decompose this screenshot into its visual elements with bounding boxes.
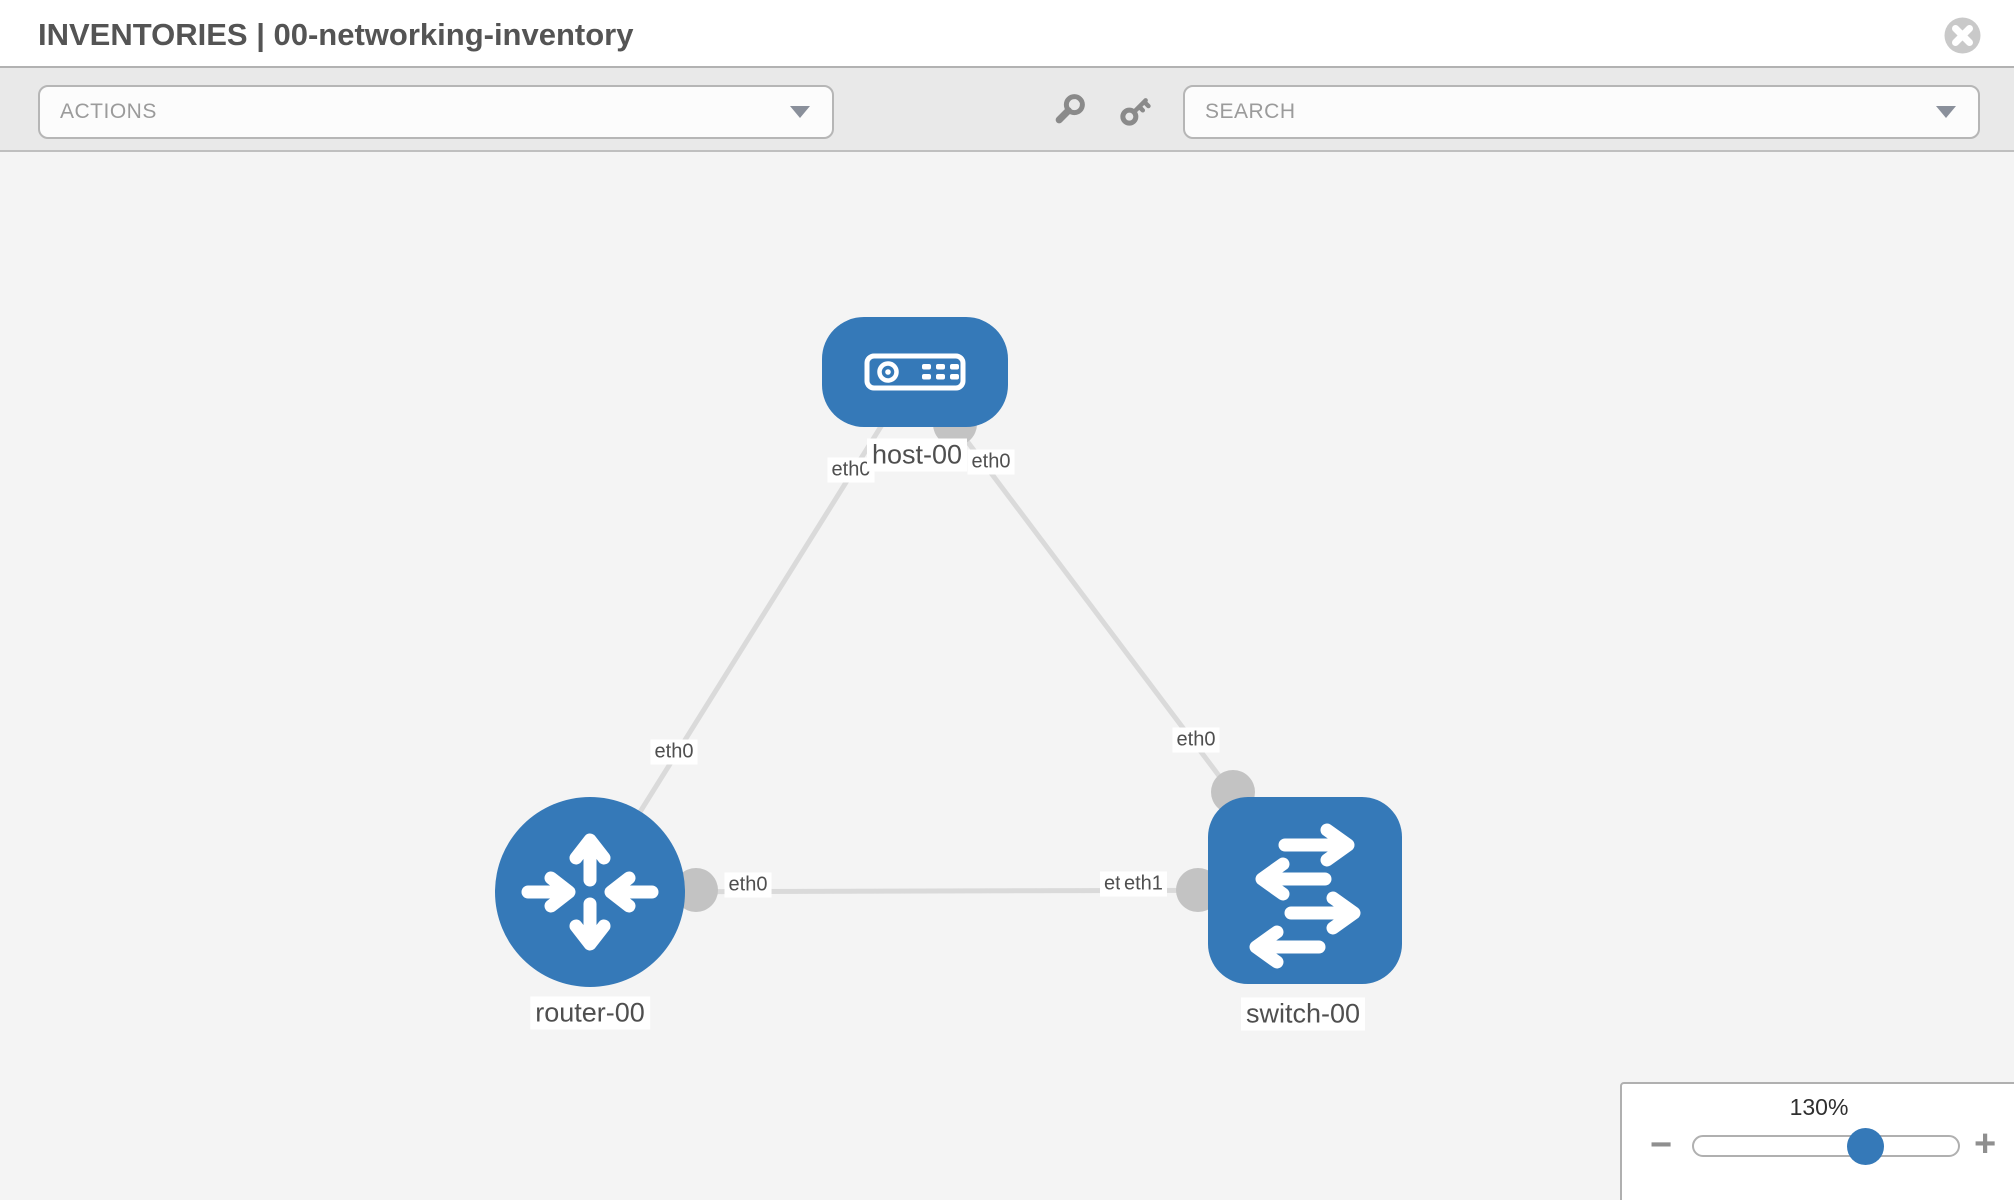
header: INVENTORIES | 00-networking-inventory — [0, 0, 2014, 66]
zoom-value: 130% — [1789, 1094, 1849, 1120]
zoom-panel: 130% − + — [1620, 1082, 2014, 1200]
wrench-icon — [1055, 94, 1085, 124]
actions-dropdown[interactable]: ACTIONS — [38, 85, 834, 139]
key-icon — [1120, 98, 1151, 126]
page-title: INVENTORIES | 00-networking-inventory — [38, 17, 634, 52]
node-switch-00[interactable] — [1208, 797, 1402, 984]
zoom-out-button[interactable]: − — [1650, 1124, 1673, 1166]
search-dropdown[interactable]: SEARCH — [1183, 85, 1980, 139]
node-host-00[interactable] — [822, 317, 1008, 427]
switch-icon — [1249, 823, 1361, 969]
interface-label: eth1 — [1120, 871, 1167, 897]
chevron-down-icon — [1936, 106, 1956, 118]
node-label-switch: switch-00 — [1240, 997, 1366, 1031]
interface-label: eth0 — [967, 449, 1015, 475]
credentials-button[interactable] — [1113, 68, 1157, 154]
interface-label: eth0 — [650, 739, 698, 765]
zoom-in-button[interactable]: + — [1974, 1123, 1997, 1165]
endpoint-dot — [674, 868, 718, 912]
router-icon — [521, 833, 659, 951]
search-dropdown-label: SEARCH — [1205, 100, 1296, 123]
host-icon — [864, 353, 966, 391]
configure-button[interactable] — [1046, 68, 1090, 154]
zoom-slider-track[interactable] — [1692, 1135, 1960, 1157]
close-icon — [1944, 17, 1981, 54]
zoom-slider-thumb[interactable] — [1847, 1128, 1884, 1165]
interface-label: eth0 — [1172, 727, 1220, 753]
node-label-router: router-00 — [530, 996, 650, 1030]
node-label-host: host-00 — [866, 438, 968, 472]
interface-label: eth0 — [724, 872, 772, 898]
toolbar: ACTIONS SEARCH — [0, 66, 2014, 152]
actions-dropdown-label: ACTIONS — [60, 100, 157, 123]
node-router-00[interactable] — [495, 797, 685, 987]
topology-canvas[interactable]: eth0 eth0 eth0 eth0 eth0 eth1 eth1 host-… — [0, 152, 2014, 1200]
chevron-down-icon — [790, 106, 810, 118]
close-button[interactable] — [1944, 17, 1981, 54]
interface-label: eth0 — [827, 457, 875, 483]
